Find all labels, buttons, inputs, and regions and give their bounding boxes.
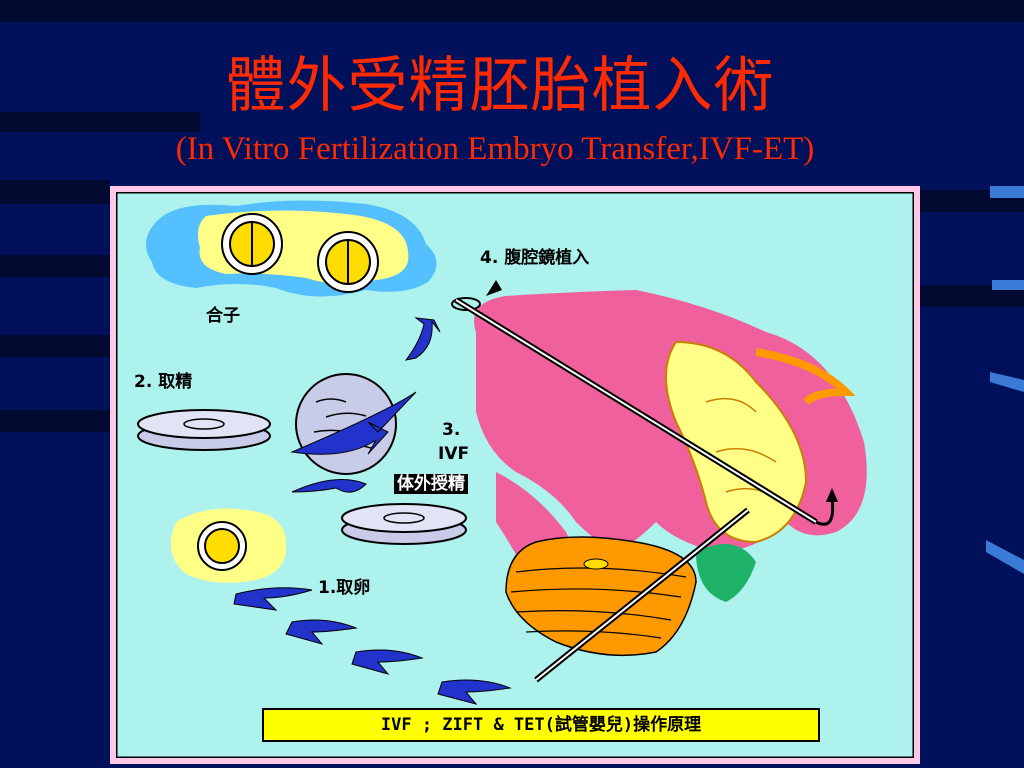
label-step1: 1.取卵 (318, 578, 371, 598)
ivf-diagram (116, 192, 914, 758)
zygote-cluster (145, 200, 437, 297)
background-stripes (0, 0, 1024, 432)
slide-title-english: (In Vitro Fertilization Embryo Transfer,… (175, 131, 815, 167)
diagram-frame: 合子 2. 取精 3. IVF 体外授精 1.取卵 4. 腹腔鏡植入 IVF ;… (110, 186, 920, 764)
zygote-cell (221, 213, 283, 275)
arrow-icon (351, 649, 424, 675)
label-zygote: 合子 (206, 306, 240, 326)
fallopian-tube (755, 348, 856, 406)
label-step2: 2. 取精 (134, 372, 193, 392)
arrow-icon (437, 679, 512, 705)
sperm-dish (137, 409, 271, 451)
green-tissue (696, 544, 756, 602)
arrow-icon (290, 391, 417, 455)
laparoscope (451, 297, 838, 526)
label-step3-number: 3. (442, 420, 461, 440)
label-step4: 4. 腹腔鏡植入 (480, 248, 590, 268)
cervix (505, 536, 697, 657)
label-step3-ivf: IVF (438, 444, 470, 464)
oocyte (170, 508, 287, 583)
label-step3-text: 体外授精 (394, 474, 468, 494)
arrow-icon (291, 479, 367, 493)
arrow-icon (233, 587, 313, 611)
ivf-dish (341, 503, 467, 545)
background-accents (986, 186, 1024, 574)
zygote-cell (317, 231, 379, 293)
arrow-icon (285, 619, 358, 645)
pointer-arrow-icon (486, 280, 502, 296)
diagram-caption: IVF ; ZIFT & TET(試管嬰兒)操作原理 (262, 708, 820, 742)
slide-title-chinese: 體外受精胚胎植入術 (225, 51, 775, 121)
transfer-catheter (534, 507, 750, 683)
arrow-icon (404, 317, 441, 361)
